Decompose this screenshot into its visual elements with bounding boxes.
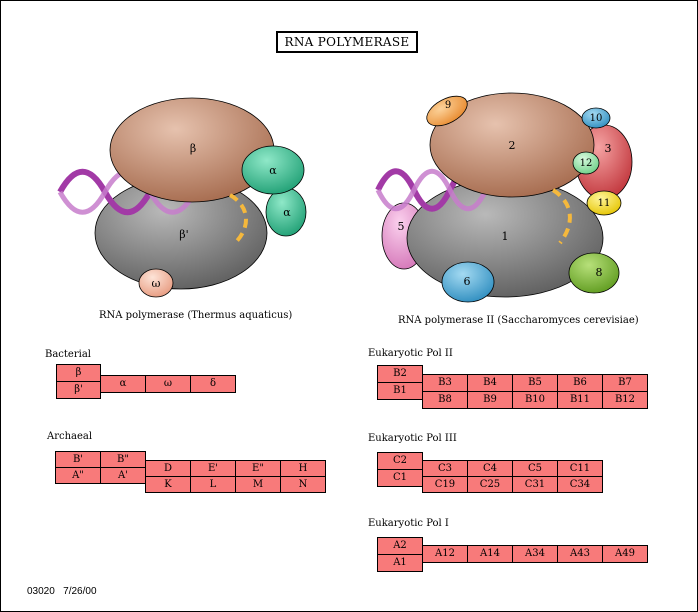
label-8: 8 bbox=[596, 266, 603, 279]
subunit-9 bbox=[426, 95, 468, 127]
archaeal-cell: A' bbox=[100, 467, 146, 484]
bacterial-cell-omega: ω bbox=[145, 375, 191, 393]
pol3-cell: C19 bbox=[422, 476, 468, 493]
archaeal-cell: K bbox=[145, 476, 191, 493]
pol2-cell: B6 bbox=[557, 374, 603, 392]
archaeal-cell: E' bbox=[190, 460, 236, 477]
label-11: 11 bbox=[598, 198, 611, 209]
label-9: 9 bbox=[445, 100, 451, 111]
archaeal-cell: D bbox=[145, 460, 191, 477]
page-title: RNA POLYMERASE bbox=[276, 31, 418, 53]
label-alpha-lower: α bbox=[283, 206, 291, 219]
subunit-12 bbox=[572, 151, 600, 175]
archaeal-cell: M bbox=[235, 476, 281, 493]
footer-code: 03020 bbox=[27, 586, 55, 597]
caption-thermus: RNA polymerase (Thermus aquaticus) bbox=[99, 310, 293, 321]
pol2-cell: B2 bbox=[377, 365, 423, 383]
bacterial-cell-beta: β bbox=[56, 364, 101, 382]
pol1-cell: A34 bbox=[512, 545, 558, 563]
label-omega: ω bbox=[152, 277, 161, 290]
pol3-cell: C4 bbox=[467, 460, 513, 477]
pol2-cell: B3 bbox=[422, 374, 468, 392]
archaeal-cell: B' bbox=[55, 451, 101, 468]
footer-date: 7/26/00 bbox=[63, 586, 97, 597]
subunit-alpha-upper bbox=[241, 145, 305, 195]
archaeal-cell: E" bbox=[235, 460, 281, 477]
label-3: 3 bbox=[605, 142, 612, 155]
right-polymerase: 2 1 3 5 6 8 9 10 11 12 bbox=[375, 92, 633, 303]
pol2-label: Eukaryotic Pol II bbox=[368, 348, 453, 359]
pol3-cell: C3 bbox=[422, 460, 468, 477]
pol1-cell: A43 bbox=[557, 545, 603, 563]
dna-helix-right-strand2 bbox=[375, 168, 489, 212]
label-10: 10 bbox=[590, 113, 603, 124]
pol1-label: Eukaryotic Pol I bbox=[368, 518, 449, 529]
left-polymerase: β β' α α ω bbox=[57, 97, 307, 298]
pol1-cell: A2 bbox=[377, 537, 423, 555]
pol3-cell: C5 bbox=[512, 460, 558, 477]
archaeal-cell: H bbox=[280, 460, 326, 477]
bacterial-cell-delta: δ bbox=[190, 375, 236, 393]
pol2-cell: B9 bbox=[467, 391, 513, 409]
pol2-cell: B1 bbox=[377, 382, 423, 400]
pol2-cell: B7 bbox=[602, 374, 648, 392]
subunit-8 bbox=[568, 252, 620, 294]
subunit-10 bbox=[581, 107, 611, 129]
pol3-cell: C25 bbox=[467, 476, 513, 493]
subunit-11 bbox=[586, 190, 622, 216]
label-beta-prime: β' bbox=[179, 228, 188, 241]
label-alpha-upper: α bbox=[269, 164, 277, 177]
label-beta: β bbox=[190, 142, 196, 155]
rna-transcript-left bbox=[228, 193, 249, 244]
footer: 03020 7/26/00 bbox=[27, 586, 97, 597]
pol3-cell: C2 bbox=[377, 452, 423, 470]
pol3-cell: C11 bbox=[557, 460, 603, 477]
pol3-cell: C1 bbox=[377, 469, 423, 487]
pol1-cell: A49 bbox=[602, 545, 648, 563]
archaeal-cell: A" bbox=[55, 467, 101, 484]
label-12: 12 bbox=[580, 158, 593, 169]
archaeal-label: Archaeal bbox=[47, 431, 93, 442]
caption-saccharomyces: RNA polymerase II (Saccharomyces cerevis… bbox=[398, 315, 639, 326]
pol1-cell: A12 bbox=[422, 545, 468, 563]
bacterial-cell-beta-prime: β' bbox=[56, 381, 101, 399]
pol1-cell: A1 bbox=[377, 554, 423, 572]
pol2-cell: B8 bbox=[422, 391, 468, 409]
subunit-2 bbox=[429, 92, 595, 198]
pol2-cell: B11 bbox=[557, 391, 603, 409]
label-6: 6 bbox=[464, 275, 471, 288]
archaeal-cell: N bbox=[280, 476, 326, 493]
rna-transcript-right bbox=[551, 188, 572, 245]
bacterial-cell-alpha: α bbox=[100, 375, 146, 393]
archaeal-cell: B" bbox=[100, 451, 146, 468]
pol3-cell: C34 bbox=[557, 476, 603, 493]
pol2-cell: B4 bbox=[467, 374, 513, 392]
label-2: 2 bbox=[509, 139, 516, 152]
label-1: 1 bbox=[502, 230, 509, 243]
pol1-cell: A14 bbox=[467, 545, 513, 563]
subunit-6 bbox=[441, 261, 495, 303]
pol3-cell: C31 bbox=[512, 476, 558, 493]
pol2-cell: B5 bbox=[512, 374, 558, 392]
subunit-omega bbox=[138, 268, 174, 298]
pol3-label: Eukaryotic Pol III bbox=[368, 433, 457, 444]
label-5: 5 bbox=[398, 220, 405, 233]
pol2-cell: B10 bbox=[512, 391, 558, 409]
archaeal-cell: L bbox=[190, 476, 236, 493]
bacterial-label: Bacterial bbox=[45, 349, 91, 360]
pol2-cell: B12 bbox=[602, 391, 648, 409]
